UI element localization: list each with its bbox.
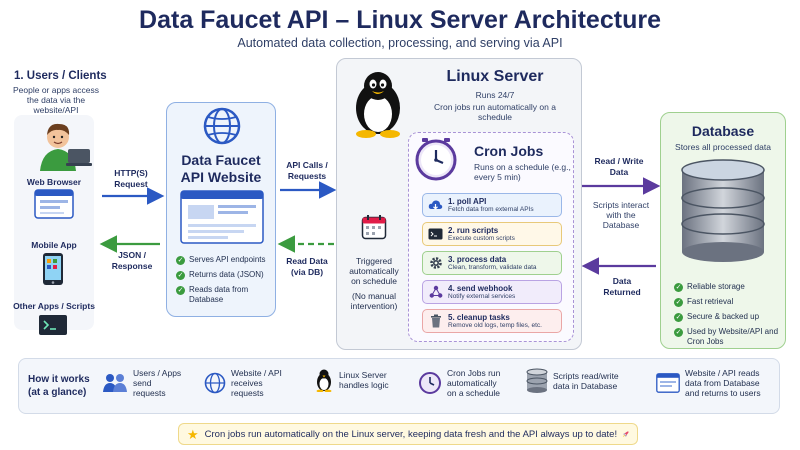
how-it-works-title: How it works (at a glance) [28,374,90,398]
website-bullet: ✓Reads data from Database [176,285,249,304]
database-bullet: ✓Used by Website/API and Cron Jobs [674,327,779,346]
how-step-server: Linux Server handles logic [314,368,391,392]
globe-icon [203,107,241,145]
scripts-interact-label: Scripts interact with the Database [592,200,650,231]
read-write-label: Read / Write Data [594,156,644,177]
website-mockup-icon [180,190,264,244]
cron-jobs-title: Cron Jobs [474,143,544,159]
users-title: 1. Users / Clients [14,70,107,82]
calendar-icon [361,215,387,240]
footer-note: ★ Cron jobs run automatically on the Lin… [178,423,638,445]
terminal-icon [39,315,67,335]
json-response-label: JSON / Response [111,250,153,271]
other-apps-label: Other Apps / Scripts [13,301,95,311]
data-returned-label: Data Returned [603,276,641,297]
how-step-website: Website / API receives requests [204,368,293,399]
tux-penguin-icon [356,72,400,138]
clock-icon [419,372,441,395]
how-step-database: Scripts read/write data in Database [526,368,625,394]
gear-icon [428,256,443,271]
website-mockup-icon [656,373,680,394]
footer-note-text: Cron jobs run automatically on the Linux… [204,428,618,440]
mobile-app-label: Mobile App [31,240,77,250]
page-subtitle: Automated data collection, processing, a… [237,36,563,50]
linux-server-runs: Runs 24/7 [475,90,515,100]
trash-icon [428,314,443,329]
database-desc: Stores all processed data [675,142,771,152]
database-bullet: ✓Reliable storage [674,282,745,292]
tux-penguin-icon [316,369,332,392]
website-bullets: ✓Serves API endpoints ✓Returns data (JSO… [176,255,272,309]
how-it-works-panel [18,358,780,414]
star-icon: ★ [187,426,199,442]
terminal-icon [428,227,443,242]
check-icon: ✓ [674,298,683,307]
linux-server-cron-desc: Cron jobs run automatically on a schedul… [434,102,556,123]
linux-server-title: Linux Server [446,68,544,85]
api-calls-label: API Calls / Requests [286,160,328,181]
how-step-cron: Cron Jobs run automatically on a schedul… [418,368,503,399]
web-browser-label: Web Browser [26,177,82,187]
user-icon [40,123,92,171]
website-bullet: ✓Returns data (JSON) [176,270,264,280]
check-icon: ✓ [674,313,683,322]
website-bullet: ✓Serves API endpoints [176,255,266,265]
database-bullet: ✓Secure & backed up [674,312,760,322]
database-icon [681,159,765,262]
https-request-label: HTTP(S) Request [114,168,148,189]
triggered-label: Triggered automatically on schedule [349,256,399,287]
check-icon: ✓ [176,286,185,295]
cloud-download-icon [428,198,443,213]
database-title: Database [691,123,755,139]
clock-icon [415,138,457,181]
mobile-phone-icon [43,253,63,285]
database-bullets: ✓Reliable storage ✓Fast retrieval ✓Secur… [674,282,782,351]
globe-icon [204,372,226,394]
how-step-returns: Website / API reads data from Database a… [656,368,771,399]
how-step-users: Users / Apps send requests [102,368,185,399]
check-icon: ✓ [176,271,185,280]
users-group-icon [103,374,127,393]
database-icon [526,368,548,393]
page-title: Data Faucet API – Linux Server Architect… [139,6,661,34]
database-bullet: ✓Fast retrieval [674,297,734,307]
website-title-line1: Data Faucet [181,152,261,168]
check-icon: ✓ [674,283,683,292]
check-icon: ✓ [176,256,185,265]
cron-jobs-desc: Runs on a schedule (e.g., every 5 min) [474,162,571,183]
no-manual-label: (No manual intervention) [350,291,398,312]
read-data-label: Read Data (via DB) [286,256,328,277]
webhook-icon [428,285,443,300]
web-browser-icon [34,189,74,219]
users-desc: People or apps access the data via the w… [13,85,99,116]
rocket-icon [623,431,629,437]
website-title-line2: API Website [180,169,262,185]
check-icon: ✓ [674,328,683,337]
